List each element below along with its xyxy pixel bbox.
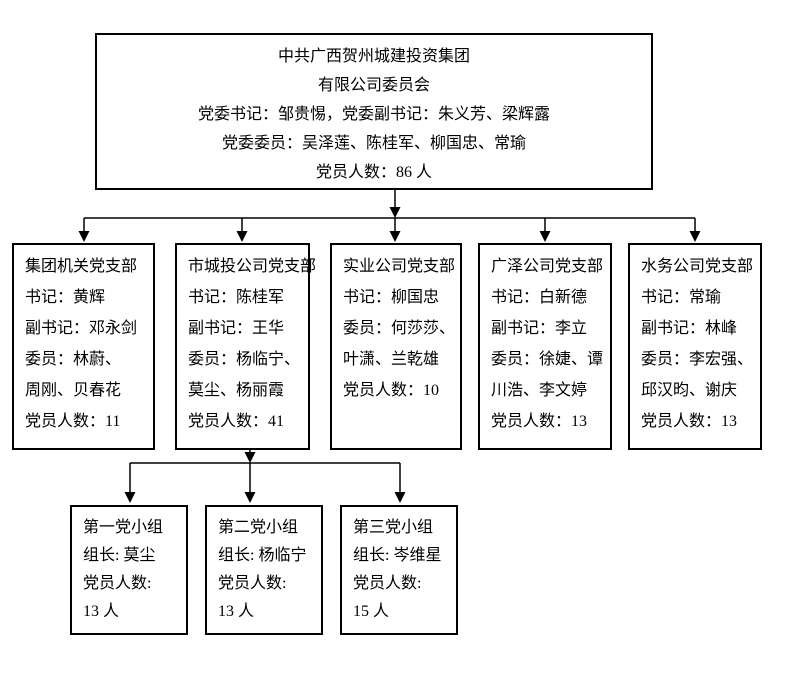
text-line: 党员人数：41 <box>188 413 285 430</box>
text-line: 委员：林蔚、 <box>25 351 122 368</box>
branch-box-industrial: 实业公司党支部书记：柳国忠委员：何莎莎、叶潇、兰乾雄党员人数：10 <box>330 243 462 450</box>
text-line: 党员人数：11 <box>25 413 121 430</box>
text-line: 副书记：邓永剑 <box>25 320 138 337</box>
text-line: 书记：常瑜 <box>641 289 722 306</box>
text-line: 第二党小组 <box>218 519 299 536</box>
text-line: 组长: 莫尘 <box>83 547 156 564</box>
text-line: 书记：陈桂军 <box>188 289 285 306</box>
text-line: 党员人数: <box>218 575 287 592</box>
text-line: 周刚、贝春花 <box>25 382 122 399</box>
branch-box-guangze: 广泽公司党支部书记：白新德副书记：李立委员：徐婕、谭川浩、李文婷党员人数：13 <box>478 243 612 450</box>
text-line: 委员：李宏强、 <box>641 351 754 368</box>
text-line: 市城投公司党支部 <box>188 258 317 275</box>
text-line: 13 人 <box>83 603 120 620</box>
arrow-down-icon <box>394 492 406 503</box>
text-line: 集团机关党支部 <box>25 258 138 275</box>
text-line: 副书记：王华 <box>188 320 285 337</box>
text-line: 委员：徐婕、谭 <box>491 351 604 368</box>
branch-box-water: 水务公司党支部书记：常瑜副书记：林峰委员：李宏强、邱汉昀、谢庆党员人数：13 <box>628 243 762 450</box>
text-line: 15 人 <box>353 603 390 620</box>
text-line: 党员人数: <box>353 575 422 592</box>
text-line: 第一党小组 <box>83 519 164 536</box>
arrow-down-icon <box>689 231 701 242</box>
text-line: 委员：何莎莎、 <box>343 320 456 337</box>
text-line: 邱汉昀、谢庆 <box>641 382 738 399</box>
arrow-down-icon <box>124 492 136 503</box>
arrow-down-icon <box>244 452 256 463</box>
text-line: 党委书记：邹贵惕，党委副书记：朱义芳、梁辉露 <box>197 106 550 123</box>
text-line: 书记：白新德 <box>491 289 588 306</box>
text-line: 川浩、李文婷 <box>491 382 588 399</box>
text-line: 13 人 <box>218 603 255 620</box>
arrow-down-icon <box>244 492 256 503</box>
arrow-down-icon <box>236 231 248 242</box>
text-line: 水务公司党支部 <box>641 258 754 275</box>
text-line: 委员：杨临宁、 <box>188 351 301 368</box>
text-line: 中共广西贺州城建投资集团 <box>277 48 470 65</box>
text-line: 叶潇、兰乾雄 <box>343 351 440 368</box>
branch-box-group-office: 集团机关党支部书记：黄辉副书记：邓永剑委员：林蔚、周刚、贝春花党员人数：11 <box>12 243 155 450</box>
text-line: 第三党小组 <box>353 519 434 536</box>
text-line: 莫尘、杨丽霞 <box>188 382 285 399</box>
text-line: 党员人数：86 人 <box>315 164 432 181</box>
party-group-box-1: 第一党小组组长: 莫尘党员人数: 13 人 <box>70 505 188 635</box>
party-group-box-2: 第二党小组组长: 杨临宁党员人数: 13 人 <box>205 505 323 635</box>
party-committee-box: 中共广西贺州城建投资集团有限公司委员会党委书记：邹贵惕，党委副书记：朱义芳、梁辉… <box>95 33 653 190</box>
branch-box-city-investment: 市城投公司党支部书记：陈桂军副书记：王华委员：杨临宁、莫尘、杨丽霞党员人数：41 <box>175 243 317 450</box>
text-line: 实业公司党支部 <box>343 258 456 275</box>
text-line: 广泽公司党支部 <box>491 258 604 275</box>
text-line: 有限公司委员会 <box>317 77 430 94</box>
text-line: 书记：柳国忠 <box>343 289 440 306</box>
arrow-down-icon <box>389 207 401 218</box>
text-line: 组长: 岑维星 <box>353 547 442 564</box>
party-group-box-3: 第三党小组组长: 岑维星党员人数: 15 人 <box>340 505 458 635</box>
text-line: 副书记：林峰 <box>641 320 738 337</box>
text-line: 书记：黄辉 <box>25 289 106 306</box>
text-line: 党委委员：吴泽莲、陈桂军、柳国忠、常瑜 <box>221 135 526 152</box>
text-line: 党员人数：13 <box>641 413 738 430</box>
arrow-down-icon <box>539 231 551 242</box>
text-line: 党员人数: <box>83 575 152 592</box>
text-line: 组长: 杨临宁 <box>218 547 307 564</box>
arrow-down-icon <box>389 231 401 242</box>
text-line: 党员人数：10 <box>343 382 440 399</box>
text-line: 副书记：李立 <box>491 320 588 337</box>
text-line: 党员人数：13 <box>491 413 588 430</box>
arrow-down-icon <box>78 231 90 242</box>
